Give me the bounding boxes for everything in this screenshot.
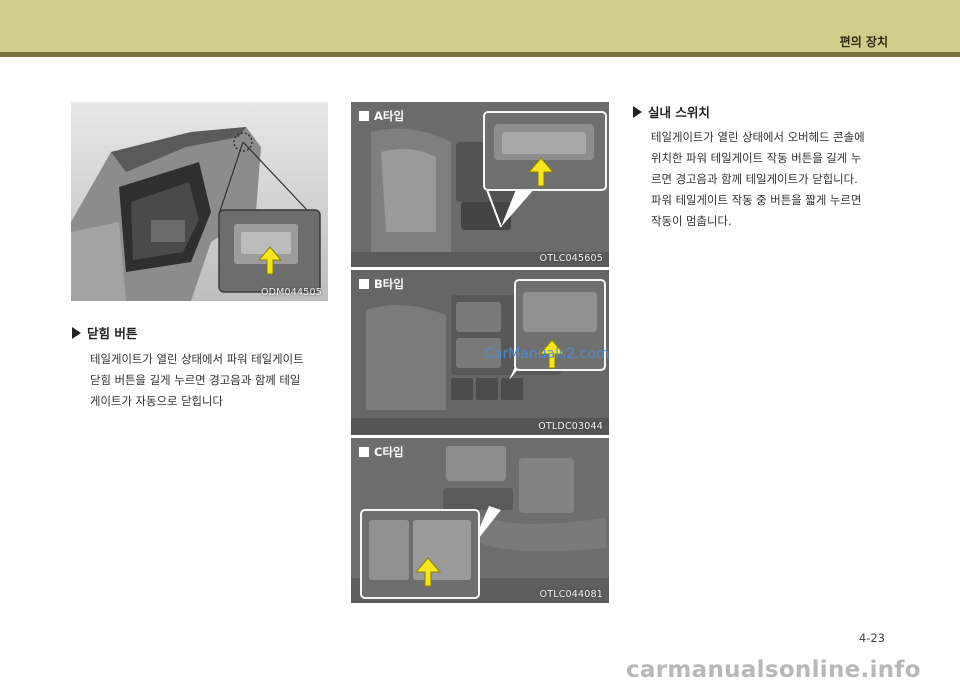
photo-label-b-text: B타입 bbox=[374, 277, 404, 291]
triangle-bullet-icon bbox=[633, 105, 642, 118]
text-line: 닫힘 버튼을 길게 누르면 경고음과 함께 테일 bbox=[90, 373, 301, 387]
photo-type-c: C타입 OTLC044081 bbox=[351, 438, 609, 603]
tailgate-illustration bbox=[71, 102, 328, 301]
indoor-switch-heading: 실내 스위치 bbox=[633, 102, 710, 121]
close-button-heading-text: 닫힘 버튼 bbox=[87, 326, 138, 341]
photo-code-exterior: ODM044505 bbox=[260, 287, 322, 298]
text-line: 테일게이트가 열린 상태에서 오버헤드 콘솔에 bbox=[651, 130, 865, 144]
photo-code-b: OTLDC03044 bbox=[538, 421, 603, 432]
watermark-text: CarManuals2.com bbox=[484, 346, 610, 362]
photo-type-a: A타입 OTLC045605 bbox=[351, 102, 609, 267]
photo-label-b: B타입 bbox=[359, 276, 404, 292]
triangle-bullet-icon bbox=[72, 326, 81, 339]
text-line: 테일게이트가 열린 상태에서 파워 테일게이트 bbox=[90, 352, 304, 366]
photo-label-c: C타입 bbox=[359, 444, 404, 460]
photo-code-c: OTLC044081 bbox=[539, 589, 603, 600]
square-bullet-icon bbox=[359, 111, 369, 121]
console-b-illustration bbox=[351, 270, 609, 435]
square-bullet-icon bbox=[359, 447, 369, 457]
close-button-description: 테일게이트가 열린 상태에서 파워 테일게이트 닫힘 버튼을 길게 누르면 경고… bbox=[90, 349, 340, 412]
console-a-illustration bbox=[351, 102, 609, 267]
photo-tailgate-exterior: ODM044505 bbox=[71, 102, 328, 301]
header-band bbox=[0, 0, 960, 52]
photo-label-a-text: A타입 bbox=[374, 109, 405, 123]
text-line: 게이트가 자동으로 닫힙니다 bbox=[90, 394, 223, 408]
photo-label-a: A타입 bbox=[359, 108, 404, 124]
text-line: 위치한 파워 테일게이트 작동 버튼을 길게 누 bbox=[651, 151, 862, 165]
page-number: 4-23 bbox=[858, 631, 885, 645]
text-line: 파워 테일게이트 작동 중 버튼을 짧게 누르면 bbox=[651, 193, 862, 207]
indoor-switch-heading-text: 실내 스위치 bbox=[648, 105, 710, 120]
close-button-heading: 닫힘 버튼 bbox=[72, 323, 137, 342]
square-bullet-icon bbox=[359, 279, 369, 289]
photo-label-c-text: C타입 bbox=[374, 445, 404, 459]
text-line: 르면 경고음과 함께 테일게이트가 닫힙니다. bbox=[651, 172, 858, 186]
footer-brand-watermark: carmanualsonline.info bbox=[626, 657, 921, 683]
section-title: 편의 장치 bbox=[839, 35, 888, 49]
header-rule bbox=[0, 52, 960, 57]
photo-type-b: B타입 OTLDC03044 bbox=[351, 270, 609, 435]
photo-code-a: OTLC045605 bbox=[539, 253, 603, 264]
console-c-illustration bbox=[351, 438, 609, 603]
text-line: 작동이 멈춥니다. bbox=[651, 214, 732, 228]
indoor-switch-description: 테일게이트가 열린 상태에서 오버헤드 콘솔에 위치한 파워 테일게이트 작동 … bbox=[651, 127, 901, 232]
